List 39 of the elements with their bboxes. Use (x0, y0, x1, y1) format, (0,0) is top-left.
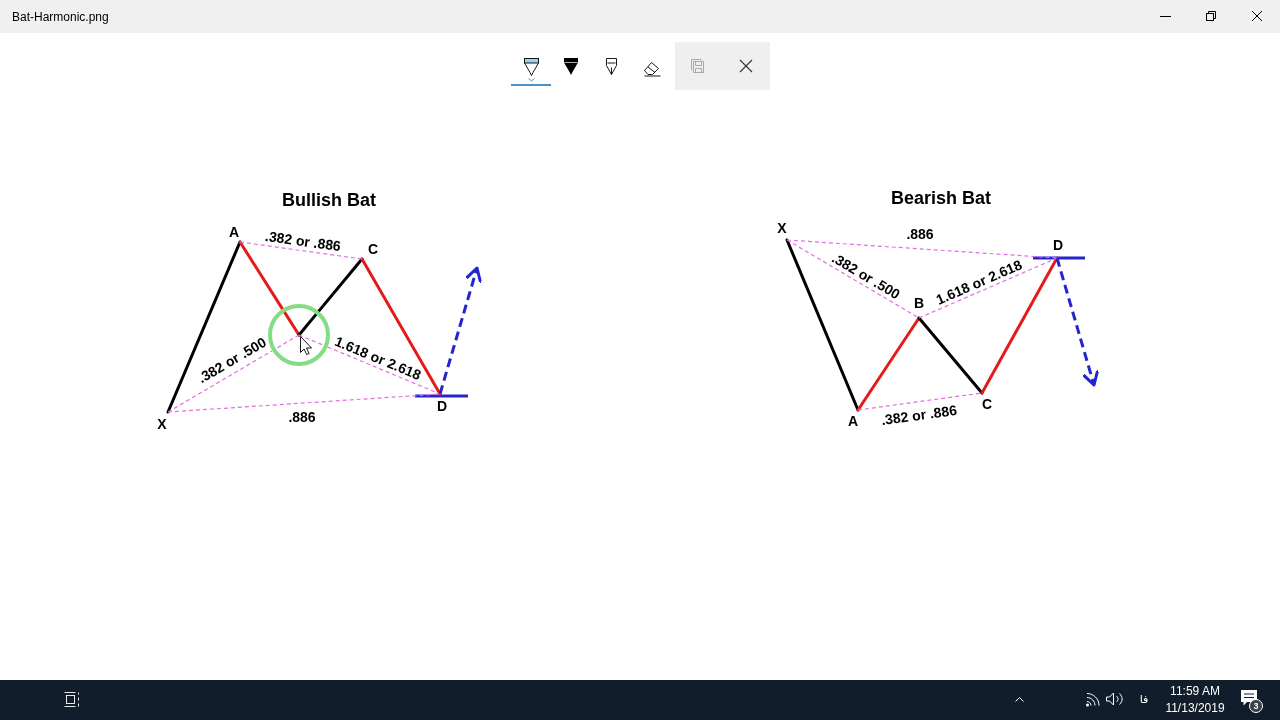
point-label: B (913, 297, 925, 309)
dashed-arrow (438, 266, 482, 395)
solid-line (166, 240, 242, 414)
language-indicator: فا (1139, 692, 1149, 706)
dashed-line (918, 257, 1058, 319)
solid-line (317, 257, 364, 313)
point-label: D (436, 400, 448, 412)
solid-line (360, 257, 442, 396)
point-label: A (228, 226, 240, 238)
edge-label: .886 (905, 228, 935, 240)
solid-line (917, 316, 984, 395)
highlight-ring (268, 304, 330, 366)
dashed-line (327, 346, 441, 395)
pattern-title: Bearish Bat (891, 189, 991, 207)
dashed-arrow (1055, 257, 1099, 387)
clock-time: 11:59 AM (1170, 684, 1220, 698)
point-label: C (981, 398, 993, 410)
edge-label: .382 or .886 (263, 229, 343, 253)
solid-line (238, 240, 284, 311)
edge-label: .382 or .886 (879, 403, 959, 427)
point-label: D (1052, 239, 1064, 251)
solid-line (785, 238, 860, 412)
point-label: C (367, 243, 379, 255)
dashed-line (786, 239, 920, 319)
solid-line (856, 316, 921, 412)
pattern-title: Bullish Bat (282, 191, 376, 209)
edge-label: .886 (287, 411, 317, 423)
dashed-line (857, 392, 983, 411)
point-label: X (777, 222, 787, 234)
point-label: X (157, 418, 167, 430)
dashed-line (239, 241, 363, 260)
point-label: A (847, 415, 859, 427)
dashed-line (167, 350, 273, 413)
window-title: Bat-Harmonic.png (12, 9, 109, 24)
solid-line (980, 256, 1059, 395)
edge-label: 1.618 or 2.618 (332, 334, 424, 382)
dashed-line (786, 239, 1058, 259)
clock-date: 11/13/2019 (1165, 701, 1225, 715)
edge-label: 1.618 or 2.618 (933, 257, 1025, 307)
